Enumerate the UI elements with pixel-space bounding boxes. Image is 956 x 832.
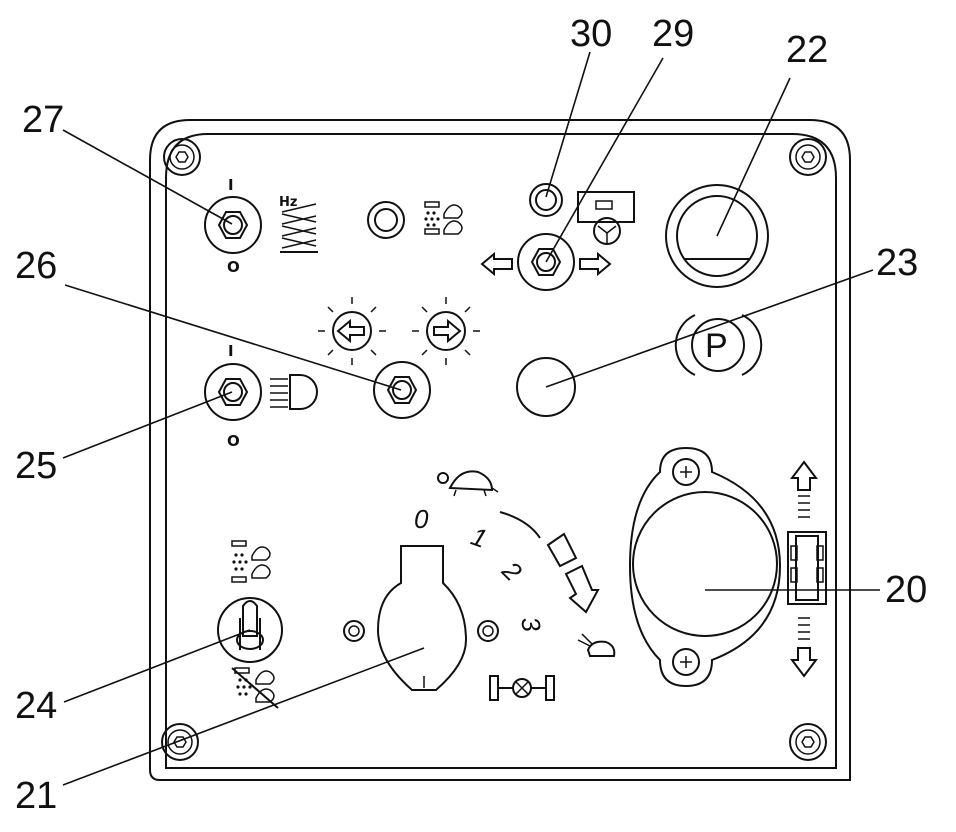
switch-29[interactable] xyxy=(517,233,575,291)
screw-icon xyxy=(163,138,201,176)
switch25-on-label: I xyxy=(228,342,234,360)
seat-icon xyxy=(577,191,635,245)
dial-1-label: 1 xyxy=(467,521,491,554)
spray-nozzle-icon xyxy=(424,201,463,235)
callout-labels: 27 26 25 24 21 30 29 22 23 20 xyxy=(15,13,927,817)
switch25-off-label: O xyxy=(227,432,240,450)
left-arrow-icon xyxy=(480,251,513,277)
indicator-30 xyxy=(529,183,563,217)
beacon-lamp-icon xyxy=(270,374,318,410)
axle-lock-icon xyxy=(489,675,555,701)
leader-lines xyxy=(62,51,880,786)
switch-26[interactable] xyxy=(373,361,431,419)
toggle-switch-24[interactable] xyxy=(217,597,283,663)
down-arrow-icon xyxy=(790,617,818,678)
frequency-unit-label: Hz xyxy=(279,195,297,210)
callout-26: 26 xyxy=(15,245,57,287)
spray-nozzle-icon xyxy=(231,540,271,583)
callout-27: 27 xyxy=(22,99,64,141)
lamp-23 xyxy=(516,357,576,417)
parking-brake-icon: P xyxy=(674,314,763,376)
switch27-on-label: I xyxy=(228,176,234,194)
up-arrow-icon xyxy=(790,460,818,518)
callout-21: 21 xyxy=(15,775,57,817)
callout-23: 23 xyxy=(876,242,918,284)
panel-frame xyxy=(149,119,851,781)
right-arrow-icon xyxy=(579,251,612,277)
spray-button[interactable] xyxy=(367,201,405,239)
spray-nozzle-off-icon xyxy=(231,667,279,709)
turtle-icon xyxy=(437,470,499,497)
lift-lever[interactable] xyxy=(787,531,827,605)
dial-0-label: 0 xyxy=(414,504,429,534)
switch27-off-label: O xyxy=(227,258,240,276)
callout-20: 20 xyxy=(885,569,927,611)
parking-symbol-label: P xyxy=(705,327,728,365)
right-turn-signal-icon xyxy=(412,297,480,365)
screw-icon xyxy=(789,138,827,176)
dial-3-label: 3 xyxy=(515,615,547,635)
rotary-selector-21[interactable] xyxy=(343,545,499,691)
callout-24: 24 xyxy=(15,685,57,727)
screw-icon xyxy=(161,723,199,761)
switch-27[interactable]: I O xyxy=(204,176,262,276)
display-22 xyxy=(665,184,769,288)
left-turn-signal-icon xyxy=(318,297,386,365)
frequency-spring-icon: Hz xyxy=(279,195,318,253)
callout-30: 30 xyxy=(570,13,612,55)
dial-2-label: 2 xyxy=(496,555,529,588)
callout-22: 22 xyxy=(786,29,828,71)
callout-25: 25 xyxy=(15,445,57,487)
callout-29: 29 xyxy=(652,13,694,55)
socket-20 xyxy=(628,446,782,688)
speed-arc-arrow xyxy=(499,511,600,614)
switch-25[interactable]: I O xyxy=(204,342,262,450)
rabbit-icon xyxy=(577,633,616,657)
screw-icon xyxy=(789,723,827,761)
